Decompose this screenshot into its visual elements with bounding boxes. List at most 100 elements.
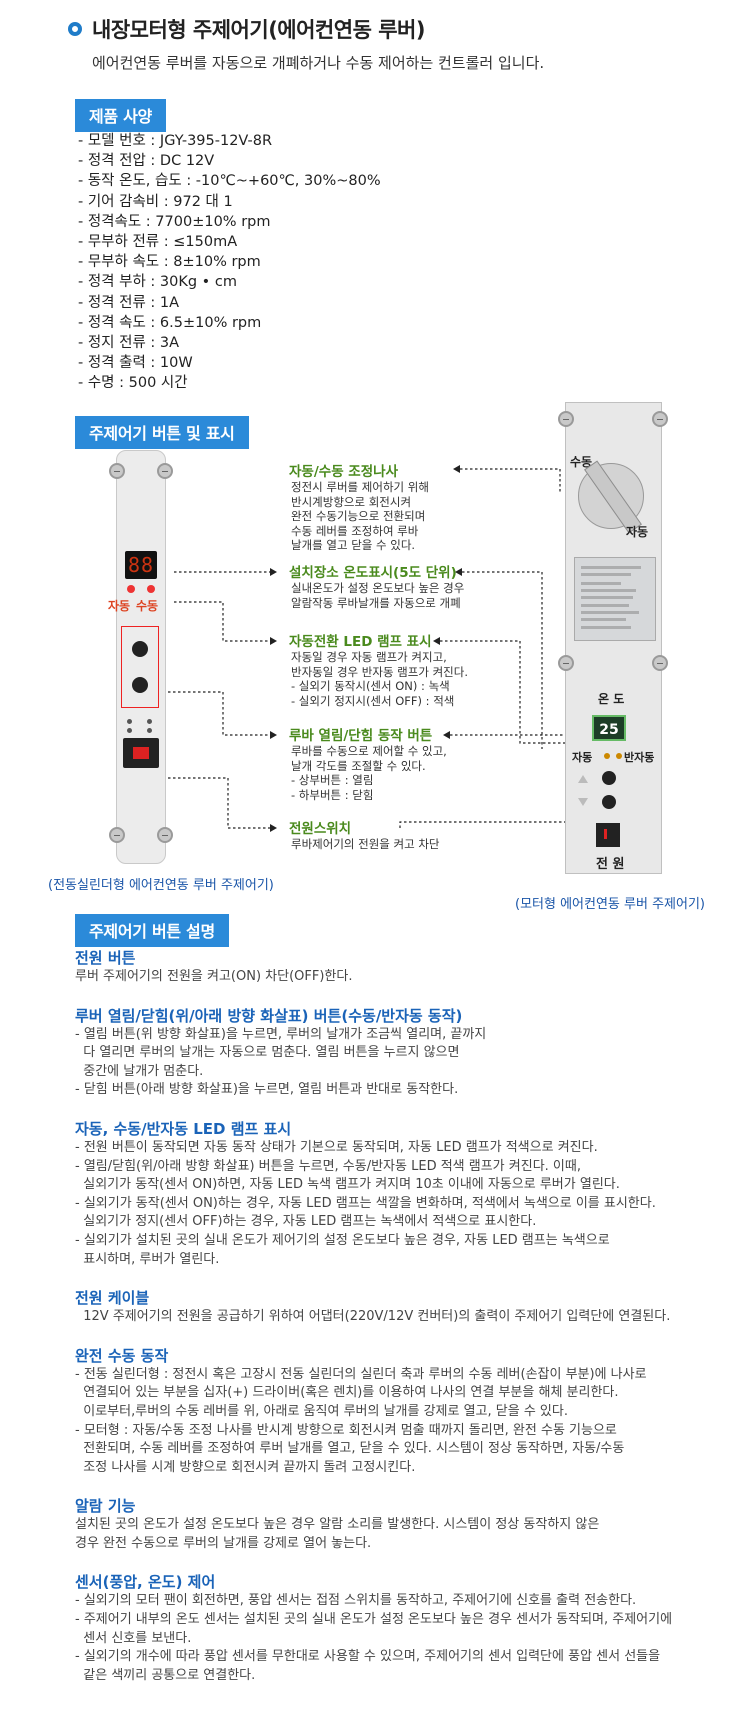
callout-body-line: - 상부버튼 : 열림: [291, 773, 374, 787]
desc-line: 중간에 날개가 멈춘다.: [75, 1063, 204, 1079]
arrow-display: [270, 568, 277, 576]
spec-item: - 무부하 속도 : 8±10% rpm: [78, 254, 261, 271]
arrow-temp: [455, 568, 462, 576]
desc-line: 다 열리면 루버의 날개는 자동으로 멈춘다. 열림 버튼을 누르지 않으면: [75, 1045, 460, 1061]
indicator-dot-icon: [147, 719, 152, 724]
spec-item: - 모델 번호 : JGY-395-12V-8R: [78, 133, 273, 149]
desc-line: 12V 주제어기의 전원을 공급하기 위하여 어댑터(220V/12V 컨버터)…: [75, 1309, 671, 1325]
page-title-row: 내장모터형 주제어기(에어컨연동 루버): [68, 14, 425, 44]
desc-line: - 실외기의 모터 팬이 회전하면, 풍압 센서는 접점 스위치를 동작하고, …: [75, 1593, 637, 1609]
arrow-lamp: [270, 637, 277, 645]
indicator-dot-icon: [127, 719, 132, 724]
desc-section: 루버 열림/닫힘(위/아래 방향 화살표) 버튼(수동/반자동 동작)- 열림 …: [75, 1006, 735, 1100]
spec-plate-image: [574, 557, 656, 641]
spec-item: - 정격 부하 : 30Kg • cm: [78, 274, 237, 291]
desc-line: - 전동 실린더형 : 정전시 혹은 고장시 전동 실린더의 실린더 축과 루버…: [75, 1366, 647, 1382]
callout-body-line: 루바제어기의 전원을 켜고 차단: [291, 837, 440, 851]
manual-label: 수동: [570, 455, 593, 469]
spec-item: - 정지 전류 : 3A: [78, 335, 180, 352]
screw-icon: [109, 827, 125, 843]
desc-section-title: 전원 버튼: [75, 949, 136, 967]
line-lamp-right: [440, 640, 597, 744]
line-knob-right: [460, 468, 561, 494]
open-button[interactable]: [132, 641, 148, 657]
auto-lamp-icon: [127, 585, 135, 593]
desc-line: 실외기가 정지(센서 OFF)하는 경우, 자동 LED 램프는 녹색에서 적색…: [75, 1214, 537, 1230]
arrow-power: [270, 824, 277, 832]
callout-title: 루바 열림/단힘 동작 버튼: [289, 728, 433, 744]
desc-line: - 주제어기 내부의 온도 센서는 설치된 곳의 실내 온도가 설정 온도보다 …: [75, 1612, 673, 1628]
open-close-button-group: [121, 626, 159, 708]
desc-section-title: 완전 수동 동작: [75, 1346, 169, 1365]
power-switch[interactable]: [596, 823, 620, 847]
callout-title: 자동전환 LED 램프 표시: [289, 634, 432, 650]
desc-section-title: 센서(풍압, 온도) 제어: [75, 1573, 216, 1592]
desc-line: 설치된 곳의 온도가 설정 온도보다 높은 경우 알람 소리를 발생한다. 시스…: [75, 1517, 600, 1533]
temperature-display: 88: [125, 551, 157, 579]
power-switch[interactable]: [123, 738, 159, 768]
power-label: 전 원: [596, 857, 625, 872]
auto-label: 자동: [626, 525, 649, 539]
callout-body-line: 정전시 루버를 제어하기 위해: [291, 480, 429, 494]
desc-line: 같은 색끼리 공통으로 연결한다.: [75, 1667, 256, 1683]
page-title: 내장모터형 주제어기(에어컨연동 루버): [92, 18, 425, 42]
close-button[interactable]: [132, 677, 148, 693]
desc-line: 경우 완전 수동으로 루버의 날개를 강제로 열어 놓는다.: [75, 1535, 372, 1551]
spec-item: - 수명 : 500 시간: [78, 375, 188, 392]
spec-item: - 정격 전류 : 1A: [78, 294, 180, 311]
desc-line: - 모터형 : 자동/수동 조정 나사를 반시계 방향으로 회전시켜 멈출 때까…: [75, 1422, 617, 1438]
desc-section-title: 자동, 수동/반자동 LED 램프 표시: [75, 1119, 292, 1138]
callout-body-line: 반시계방향으로 회전시켜: [291, 494, 412, 509]
callout-body-line: - 실외기 동작시(센서 ON) : 녹색: [291, 679, 450, 693]
desc-section: 완전 수동 동작- 전동 실린더형 : 정전시 혹은 고장시 전동 실린더의 실…: [75, 1346, 735, 1478]
line-lamp-left: [174, 601, 270, 642]
callout-body-line: 자동일 경우 자동 램프가 켜지고,: [291, 650, 447, 664]
semi-lamp-label: 반자동: [624, 751, 655, 764]
spec-item: - 기어 감속비 : 972 대 1: [78, 193, 233, 210]
desc-line: 조정 나사를 시계 방향으로 회전시켜 끝까지 돌려 고정시킨다.: [75, 1459, 416, 1475]
callout-title: 전원스위치: [289, 821, 352, 837]
motor-controller-device: 수동 자동 온 도 25 자동 반자동 전 원: [558, 402, 668, 874]
temp-label: 온 도: [598, 692, 625, 706]
auto-lamp-icon: [604, 753, 610, 759]
intro-text: 에어컨연동 루버를 자동으로 개폐하거나 수동 제어하는 컨트롤러 입니다.: [92, 54, 545, 72]
button-section-label: 주제어기 버튼 및 표시: [75, 416, 249, 449]
callout-body-line: 완전 수동기능으로 전환되며: [291, 509, 426, 523]
close-button[interactable]: [602, 795, 616, 809]
left-device-caption: (전동실린더형 에어컨연동 루버 주제어기): [48, 878, 274, 893]
desc-line: 표시하며, 루버가 열린다.: [75, 1251, 220, 1267]
desc-line: - 닫힘 버튼(아래 방향 화살표)을 누르면, 열림 버튼과 반대로 동작한다…: [75, 1082, 459, 1098]
title-bullet-icon: [68, 22, 82, 36]
desc-line: 센서 신호를 보낸다.: [75, 1630, 192, 1646]
manual-lamp-label: 수동: [136, 599, 159, 613]
screw-icon: [652, 411, 668, 427]
screw-icon: [558, 655, 574, 671]
callout-body-line: 날개 각도를 조절할 수 있다.: [291, 758, 426, 773]
callout-body-line: 루바를 수동으로 제어할 수 있고,: [291, 744, 447, 758]
line-power-left: [163, 777, 270, 829]
line-buttons-left: [163, 691, 270, 736]
spec-list: - 모델 번호 : JGY-395-12V-8R- 정격 전압 : DC 12V…: [78, 131, 381, 394]
desc-section-title: 알람 기능: [75, 1497, 136, 1516]
callout-body-line: 반자동일 경우 반자동 램프가 켜진다.: [291, 664, 468, 679]
spec-item: - 무부하 전류 : ≤150mA: [78, 234, 238, 251]
screw-icon: [652, 655, 668, 671]
desc-section: 센서(풍압, 온도) 제어- 실외기의 모터 팬이 회전하면, 풍압 센서는 접…: [75, 1572, 735, 1685]
desc-line: 루버 주제어기의 전원을 켜고(ON) 차단(OFF)한다.: [75, 969, 353, 984]
callout-body-line: - 하부버튼 : 닫힘: [291, 787, 374, 802]
callout-body-line: 날개를 열고 닫을 수 있다.: [291, 538, 416, 552]
open-button[interactable]: [602, 771, 616, 785]
manual-lamp-icon: [147, 585, 155, 593]
auto-manual-knob[interactable]: [578, 463, 644, 529]
callout-body-line: 수동 레버를 조정하여 루바: [291, 523, 419, 538]
desc-section-label: 주제어기 버튼 설명: [75, 914, 229, 947]
spec-item: - 정격 속도 : 6.5±10% rpm: [78, 314, 262, 331]
desc-section-title: 루버 열림/닫힘(위/아래 방향 화살표) 버튼(수동/반자동 동작): [75, 1006, 463, 1025]
callout-body-line: 실내온도가 설정 온도보다 높은 경우: [291, 581, 465, 595]
